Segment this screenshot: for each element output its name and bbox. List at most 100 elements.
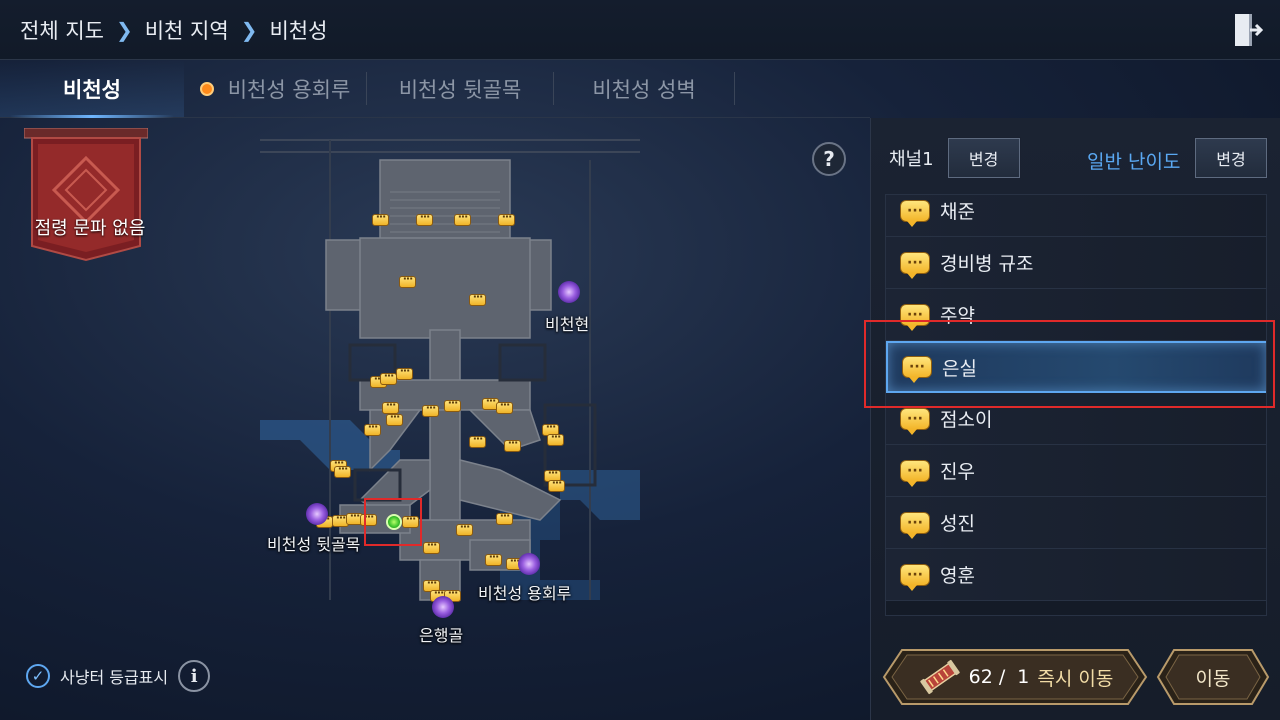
npc-name: 성진 [940,513,975,535]
tab-label: 비천성 용회루 [227,77,351,102]
ornate-button-frame [1156,649,1270,705]
hunting-grade-toggle[interactable]: ✓ 사냥터 등급표시 i [26,660,211,692]
area-map[interactable] [0,118,870,648]
npc-marker[interactable] [496,398,513,414]
npc-list-item[interactable]: ··· 점소이 [886,393,1266,445]
npc-marker[interactable] [548,476,565,492]
player-location-icon [386,514,402,530]
npc-name: 경비병 규조 [940,253,1034,275]
hunting-grade-label: 사냥터 등급표시 [60,668,169,687]
tab-label: 비천성 [63,77,121,102]
chevron-right-icon: ❯ [115,17,133,42]
npc-marker[interactable] [396,364,413,380]
npc-marker[interactable] [423,538,440,554]
npc-marker[interactable] [469,432,486,448]
npc-marker[interactable] [402,512,419,528]
npc-marker[interactable] [346,509,363,525]
breadcrumb-bicheon-castle: 비천성 [269,18,328,43]
map-label-back-alley: 비천성 뒷골목 [267,535,361,554]
npc-name: 점소이 [940,409,993,431]
breadcrumb-bicheon-region[interactable]: 비천 지역 [144,18,229,43]
speech-bubble-icon: ··· [900,511,930,539]
npc-marker[interactable] [386,410,403,426]
guild-banner-icon [24,128,148,262]
npc-marker[interactable] [334,462,351,478]
portal-back-alley-icon[interactable] [306,503,328,525]
teleport-cost: 1 [1017,666,1030,688]
map-label-bicheonhyeon: 비천현 [545,315,590,334]
npc-list-item[interactable]: ··· 영훈 [886,549,1266,601]
npc-marker[interactable] [482,394,499,410]
npc-list-item[interactable]: ··· 주약 [886,289,1266,341]
npc-list: ··· 채준 ··· 경비병 규조 ··· 주약 ··· 은실 ··· 점소이 … [885,194,1267,616]
guild-occupation-status: 점령 문파 없음 [34,218,146,239]
npc-list-item[interactable]: ··· 경비병 규조 [886,237,1266,289]
teleport-count: 62 / [968,666,1006,688]
tab-label: 비천성 성벽 [592,77,696,102]
channel-change-button[interactable]: 변경 [946,137,1021,179]
tab-back-alley[interactable]: 비천성 뒷골목 [367,60,553,117]
npc-name: 진우 [940,461,975,483]
portal-bicheonhyeon-icon[interactable] [558,281,580,303]
top-bar: 전체 지도 ❯ 비천 지역 ❯ 비천성 [0,0,1280,60]
speech-bubble-icon: ··· [900,563,930,591]
npc-marker[interactable] [469,290,486,306]
tab-divider [553,72,554,105]
npc-marker[interactable] [547,430,564,446]
npc-list-item[interactable]: ··· 진우 [886,445,1266,497]
checkmark-icon[interactable]: ✓ [26,664,50,688]
npc-selection-highlight [864,320,1275,408]
npc-marker[interactable] [456,520,473,536]
portal-yonghoeru-icon[interactable] [518,553,540,575]
speech-bubble-icon: ··· [900,459,930,487]
info-icon[interactable]: i [178,660,211,692]
npc-marker[interactable] [422,401,439,417]
npc-list-item-selected[interactable]: ··· 은실 [886,341,1266,393]
npc-marker[interactable] [364,420,381,436]
move-button[interactable]: 이동 [1154,646,1272,708]
npc-name: 영훈 [940,565,975,587]
area-tabs: 비천성 비천성 용회루 비천성 뒷골목 비천성 성벽 [0,60,870,118]
npc-marker[interactable] [332,511,349,527]
teleport-label: 즉시 이동 [1037,667,1114,690]
help-button[interactable]: ? [812,142,846,176]
npc-marker[interactable] [380,369,397,385]
chevron-right-icon: ❯ [240,17,258,42]
npc-list-item[interactable]: ··· 성진 [886,497,1266,549]
npc-marker[interactable] [496,509,513,525]
exit-button[interactable] [1230,12,1266,48]
npc-marker[interactable] [444,396,461,412]
channel-label: 채널1 [889,149,934,170]
notification-dot-icon [199,81,214,96]
tab-castle-wall[interactable]: 비천성 성벽 [554,60,734,117]
map-label-yonghoeru: 비천성 용회루 [478,584,572,603]
npc-name: 채준 [940,201,975,223]
difficulty-label: 일반 난이도 [1087,151,1181,173]
map-label-eunhaenggol: 은행골 [419,626,464,645]
npc-marker[interactable] [498,210,515,226]
tab-bicheon-castle[interactable]: 비천성 [0,60,184,118]
speech-bubble-icon: ··· [900,199,930,227]
tab-divider [366,72,367,105]
npc-marker[interactable] [399,272,416,288]
tab-yonghoeru[interactable]: 비천성 용회루 [184,60,366,117]
npc-marker[interactable] [504,436,521,452]
teleport-scroll-icon [919,659,960,695]
breadcrumb-world-map[interactable]: 전체 지도 [20,18,104,43]
portal-eunhaenggol-icon[interactable] [432,596,454,618]
speech-bubble-icon: ··· [900,251,930,279]
difficulty-change-button[interactable]: 변경 [1194,137,1268,179]
npc-marker[interactable] [416,210,433,226]
npc-marker[interactable] [454,210,471,226]
speech-bubble-icon: ··· [902,356,932,383]
npc-name: 은실 [942,357,977,380]
map-selection-highlight [364,498,422,546]
instant-teleport-button[interactable]: 62 / 1 즉시 이동 [880,646,1150,708]
npc-list-item[interactable]: ··· 채준 [886,195,1266,237]
npc-marker[interactable] [485,550,502,566]
channel-row: 채널1 변경 [889,137,1021,179]
npc-marker[interactable] [372,210,389,226]
teleport-content: 62 / 1 즉시 이동 [880,646,1150,708]
tab-divider [734,72,735,105]
